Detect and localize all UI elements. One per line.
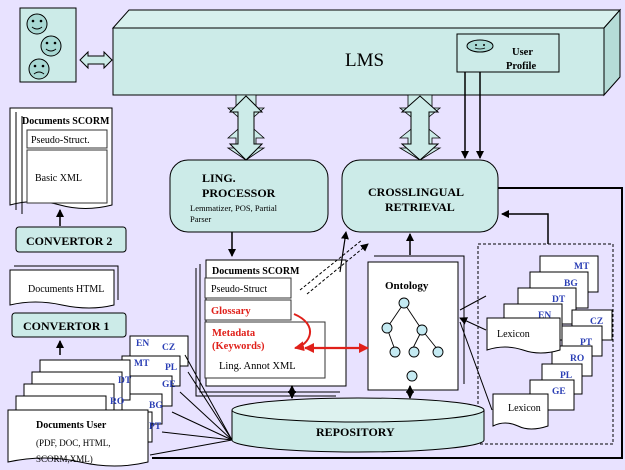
ling-processor-line2: PROCESSOR [202, 186, 276, 200]
lexicon-lang-cz: CZ [590, 317, 603, 327]
user-doc-lang-dt: DT [118, 376, 132, 386]
user-face-icon [466, 39, 494, 53]
user-doc-lang-bg: BG [149, 401, 163, 411]
sad-face-icon [28, 58, 50, 80]
lexicon-lang-en: EN [538, 311, 551, 321]
lexicon-lang-ge: GE [552, 387, 566, 397]
user-doc-lang-ro: RO [110, 397, 124, 407]
lexicon-lang-mt: MT [574, 262, 590, 272]
crosslingual-line2: RETRIEVAL [385, 200, 455, 214]
lexicon-label: Lexicon [508, 403, 541, 414]
ontology-graph [381, 297, 444, 382]
user-profile-label-2: Profile [506, 61, 536, 72]
user-profile-box: User Profile [456, 33, 560, 73]
doc-scorm-mid-pseudo: Pseudo-Struct [211, 284, 267, 295]
ling-processor-line1: LING. [202, 171, 236, 185]
doc-scorm-top-title: Documents SCORM [22, 116, 110, 127]
documents-html-label: Documents HTML [28, 284, 104, 295]
lexicon-stack: MT BG DT EN CZ PT RO PL GE Lexicon Lexic… [486, 255, 613, 430]
doc-scorm-mid-keywords: (Keywords) [212, 341, 265, 352]
arrow-scorm-to-retrieval [339, 231, 349, 273]
lexicon-region [477, 243, 614, 445]
ontology-box: Ontology [367, 255, 465, 391]
user-profile-label-1: User [512, 47, 533, 58]
lms-label: LMS [345, 50, 384, 71]
doc-scorm-top-pseudo: Pseudo-Struct. [31, 135, 90, 146]
retrieval-feedback-line [152, 187, 623, 459]
convertor-1-box: CONVERTOR 1 [11, 312, 127, 338]
documents-scorm-top: Documents SCORM Pseudo-Struct. Basic XML [9, 107, 113, 214]
lms-ling-processor-double-arrow [228, 95, 264, 161]
documents-user-line2: SCORM,XML) [36, 454, 93, 464]
ling-processor-box: LING. PROCESSOR Lemmatizer, POS, Partial… [169, 159, 329, 233]
documents-user-title: Documents User [36, 420, 107, 431]
user-doc-lang-ge: GE [162, 380, 176, 390]
crosslingual-line1: CROSSLINGUAL [368, 185, 464, 199]
doc-scorm-mid-ling-annot: Ling. Annot XML [219, 361, 296, 372]
lexicon-lang-pt: PT [580, 338, 593, 348]
happy-face-icon [26, 13, 48, 35]
arrow-lexicon-to-retrieval [501, 210, 549, 244]
crosslingual-retrieval-box: CROSSLINGUAL RETRIEVAL [341, 159, 499, 233]
happy-face-icon [40, 35, 62, 57]
documents-html-box: Documents HTML [9, 265, 119, 309]
lms-crosslingual-double-arrow [400, 95, 440, 161]
ling-processor-sub1: Lemmatizer, POS, Partial [190, 203, 278, 213]
dashed-arrow-scorm-to-retrieval-2 [306, 243, 369, 295]
lexicon-lang-ro: RO [570, 354, 584, 364]
doc-scorm-top-basic: Basic XML [35, 173, 82, 184]
convertor-2-box: CONVERTOR 2 [15, 226, 127, 253]
lexicon-lang-bg: BG [564, 279, 578, 289]
ling-processor-sub2: Parser [190, 214, 211, 224]
dashed-arrow-scorm-to-retrieval-1 [299, 239, 363, 291]
doc-scorm-mid-metadata: Metadata [212, 328, 256, 339]
convertor-1-label: CONVERTOR 1 [23, 319, 109, 333]
lexicon-lang-dt: DT [552, 295, 566, 305]
user-documents-stack: EN CZ MT PL DT GE RO BG PT Documents Use… [7, 335, 189, 467]
convertor-2-label: CONVERTOR 2 [26, 234, 112, 248]
ontology-label: Ontology [385, 280, 429, 292]
documents-user-line1: (PDF, DOC, HTML, [36, 438, 111, 448]
repository-cylinder: REPOSITORY [231, 397, 485, 453]
red-arrow-glossary-metadata [293, 313, 312, 352]
user-doc-lang-pt: PT [149, 422, 162, 432]
doc-scorm-mid-title: Documents SCORM [212, 266, 300, 277]
user-doc-lang-mt: MT [134, 359, 150, 369]
lexicon-front-label: Lexicon [497, 329, 530, 340]
user-doc-lang-en: EN [136, 339, 149, 349]
doc-scorm-mid-glossary: Glossary [211, 306, 251, 317]
users-lms-double-arrow [79, 50, 113, 70]
user-doc-lang-pl: PL [165, 363, 177, 373]
user-docs-to-repository-lines [149, 354, 233, 456]
users-box [19, 7, 77, 83]
user-doc-lang-cz: CZ [162, 343, 175, 353]
repository-label: REPOSITORY [316, 425, 395, 439]
lexicon-lang-pl: PL [560, 371, 572, 381]
lexicon-to-ontology-lines [459, 295, 493, 411]
